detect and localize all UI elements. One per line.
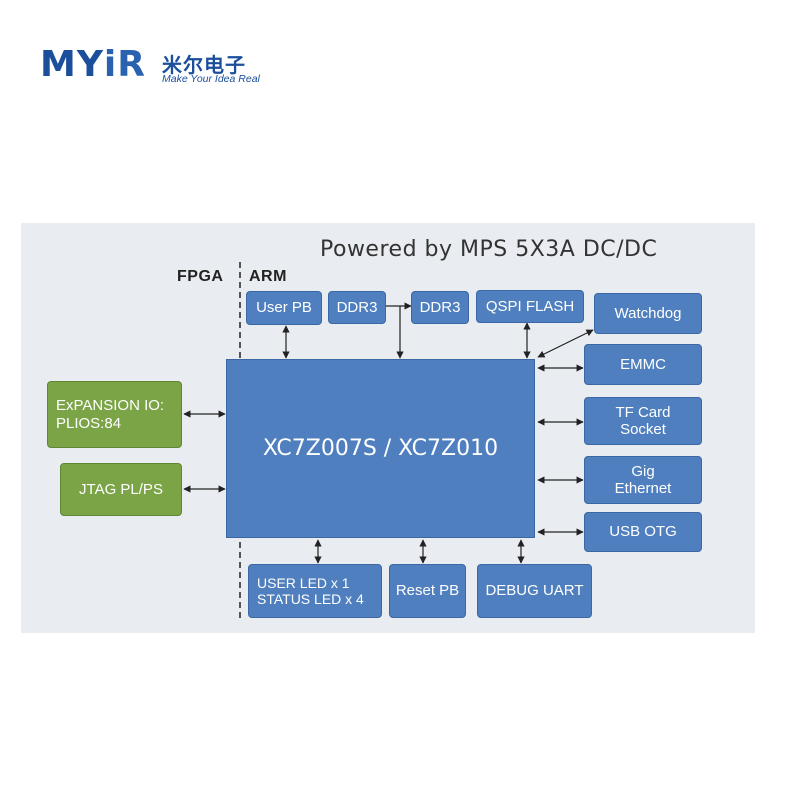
block-tf-card-socket: TF Card Socket xyxy=(584,397,702,445)
diagram-title: Powered by MPS 5X3A DC/DC xyxy=(320,237,658,262)
block-reset-pb: Reset PB xyxy=(389,564,466,618)
myir-logo: MYiR 米尔电子 Make Your Idea Real xyxy=(40,44,280,90)
block-watchdog: Watchdog xyxy=(594,293,702,334)
logo-chinese-name: 米尔电子 xyxy=(162,53,246,77)
block-qspi-flash: QSPI FLASH xyxy=(476,290,584,323)
soc-chip-label: XC7Z007S / XC7Z010 xyxy=(262,436,499,461)
logo-tagline: Make Your Idea Real xyxy=(162,73,260,85)
block-expansion-io: ExPANSION IO: PLIOS:84 xyxy=(47,381,182,448)
block-usb-otg: USB OTG xyxy=(584,512,702,552)
logo-mark: MYiR xyxy=(40,44,146,85)
block-jtag: JTAG PL/PS xyxy=(60,463,182,516)
region-label-fpga: FPGA xyxy=(177,268,224,285)
block-debug-uart: DEBUG UART xyxy=(477,564,592,618)
block-user-pb: User PB xyxy=(246,291,322,325)
block-leds: USER LED x 1 STATUS LED x 4 xyxy=(248,564,382,618)
soc-chip-block: XC7Z007S / XC7Z010 xyxy=(226,359,535,538)
wire-watchdog xyxy=(537,329,594,358)
block-ddr3-b: DDR3 xyxy=(411,291,469,324)
block-ddr3-a: DDR3 xyxy=(328,291,386,324)
region-label-arm: ARM xyxy=(249,268,287,285)
block-emmc: EMMC xyxy=(584,344,702,385)
block-gig-ethernet: Gig Ethernet xyxy=(584,456,702,504)
